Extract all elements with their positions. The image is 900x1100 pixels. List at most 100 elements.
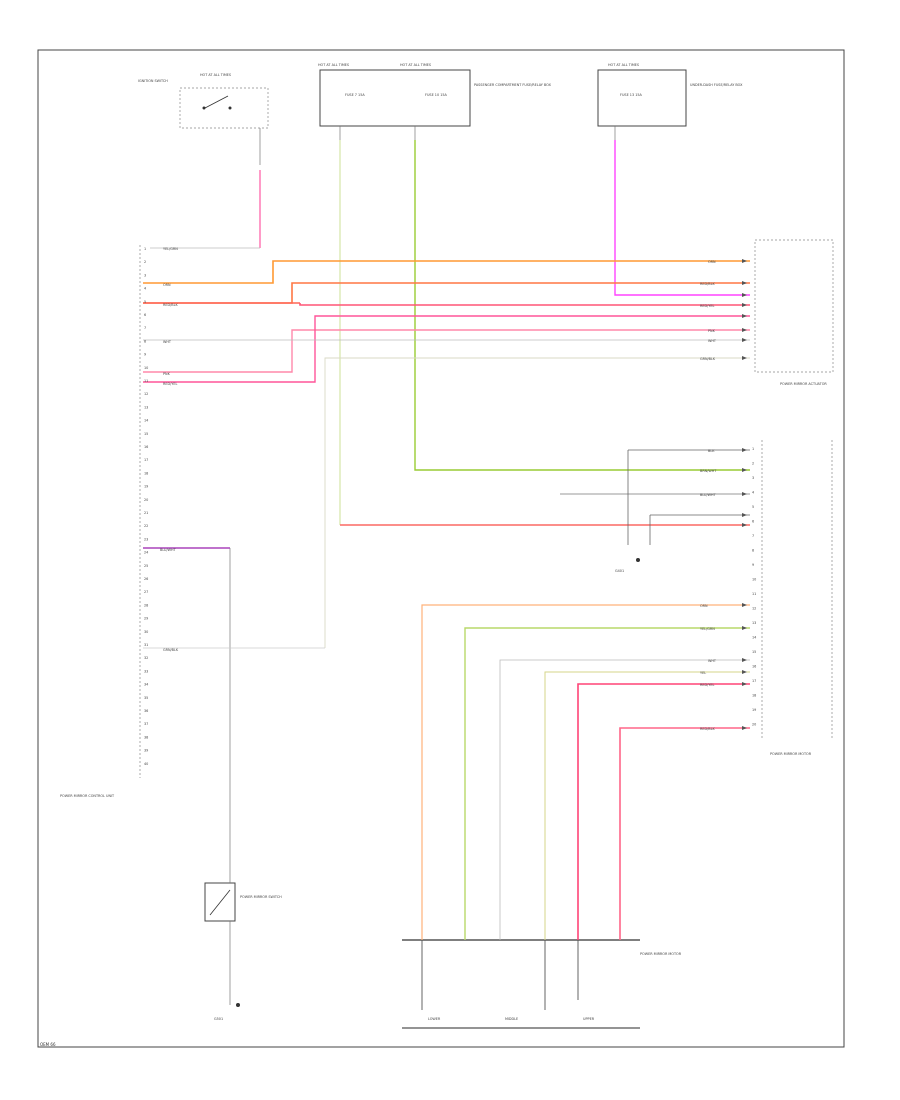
left-control-unit: POWER MIRROR CONTROL UNIT xyxy=(60,245,141,798)
left-pin-30: 30 xyxy=(144,630,148,634)
wire-pink-2 xyxy=(143,315,750,383)
ground-g401 xyxy=(636,558,640,562)
left-pin-13: 13 xyxy=(144,405,148,409)
wire-label-r6: GRN/BLK xyxy=(700,357,716,361)
left-pin-24: 24 xyxy=(144,551,148,555)
left-pin-3: 3 xyxy=(144,273,146,277)
fuse-box-1: HOT AT ALL TIMES HOT AT ALL TIMES FUSE 7… xyxy=(318,63,552,140)
wire-label-r14: RED/YEL xyxy=(700,683,714,687)
right-pin-17: 17 xyxy=(752,679,756,683)
power-mirror-switch: POWER MIRROR SWITCH xyxy=(204,548,282,1005)
wire-fuse13 xyxy=(614,140,750,296)
left-pin-1: 1 xyxy=(144,247,146,251)
switch-label: POWER MIRROR SWITCH xyxy=(240,895,282,899)
right-pin-7: 7 xyxy=(752,534,754,538)
right-mid-label: POWER MIRROR MOTOR xyxy=(770,752,812,756)
right-connector-top: POWER MIRROR ACTUATOR xyxy=(754,239,834,386)
right-top-label: POWER MIRROR ACTUATOR xyxy=(780,382,827,386)
wire-label-r13: YEL xyxy=(700,671,706,675)
left-pin-9: 9 xyxy=(144,353,146,357)
left-pin-35: 35 xyxy=(144,696,148,700)
wire-label-l5: PNK xyxy=(163,372,171,376)
wire-orange-1 xyxy=(143,260,750,284)
right-pin-18: 18 xyxy=(752,694,756,698)
left-pin-15: 15 xyxy=(144,432,148,436)
wire-ground-branch xyxy=(627,449,750,545)
wire-label-r2: RED/BLK xyxy=(700,282,715,286)
right-pin-13: 13 xyxy=(752,621,756,625)
wire-bottom-green xyxy=(464,627,750,940)
left-pin-21: 21 xyxy=(144,511,148,515)
left-wire-labels: YEL/GRN ORN RED/BLK WHT PNK RED/YEL BLU/… xyxy=(160,247,179,652)
wire-grey-2 xyxy=(324,357,750,648)
right-pin-16: 16 xyxy=(752,665,756,669)
wire-bottom-yellow xyxy=(544,671,750,940)
wire-label-l3: RED/BLK xyxy=(163,303,178,307)
wire-label-l4: WHT xyxy=(163,340,172,344)
bottom-comp-middle: MIDDLE xyxy=(505,1017,518,1021)
wire-label-l1: YEL/GRN xyxy=(163,247,178,251)
fuse-10-label: FUSE 10 15A xyxy=(425,93,448,97)
footer-code: OEM 66 xyxy=(40,1042,56,1047)
left-pin-12: 12 xyxy=(144,392,148,396)
wire-fuse7 xyxy=(339,140,750,526)
wire-orange-2 xyxy=(143,282,750,304)
right-pin-19: 19 xyxy=(752,708,756,712)
right-pin-9: 9 xyxy=(752,563,754,567)
wire-label-r12: WHT xyxy=(708,659,717,663)
ground-g501-label: G501 xyxy=(214,1017,223,1021)
left-pin-34: 34 xyxy=(144,683,148,687)
left-pin-4: 4 xyxy=(144,287,146,291)
left-pin-numbers: 1234567891011121314151617181920212223242… xyxy=(144,247,148,766)
right-pin-6: 6 xyxy=(752,520,754,524)
left-pin-32: 32 xyxy=(144,656,148,660)
right-wire-labels: ORN RED/BLK RED/YEL PNK WHT GRN/BLK BLK … xyxy=(700,260,717,731)
wire-label-r8: BRN/WHT xyxy=(700,469,717,473)
right-pin-11: 11 xyxy=(752,592,756,596)
bottom-connector-lines xyxy=(421,940,579,1010)
bottom-motor-label: POWER MIRROR MOTOR xyxy=(640,952,682,956)
left-pin-22: 22 xyxy=(144,524,148,528)
right-pin-15: 15 xyxy=(752,650,756,654)
left-control-unit-label: POWER MIRROR CONTROL UNIT xyxy=(60,794,115,798)
left-pin-37: 37 xyxy=(144,722,148,726)
left-pin-38: 38 xyxy=(144,735,148,739)
wire-label-r1: ORN xyxy=(708,260,716,264)
left-pin-2: 2 xyxy=(144,260,146,264)
right-pin-14: 14 xyxy=(752,636,756,640)
diagram-border xyxy=(37,49,845,1048)
wire-label-r4: PNK xyxy=(708,329,716,333)
wire-label-r11: YEL/GRN xyxy=(700,627,715,631)
fuse-box-2: HOT AT ALL TIMES FUSE 13 15A UNDER-DASH … xyxy=(597,63,743,140)
wire-pink-1 xyxy=(143,329,750,373)
fuse-box-1-hot-label-b: HOT AT ALL TIMES xyxy=(400,63,431,67)
ground-g401-label: G401 xyxy=(615,569,624,573)
bottom-comp-lower: LOWER xyxy=(428,1017,441,1021)
wire-red-1 xyxy=(299,303,750,306)
right-pin-20: 20 xyxy=(752,723,756,727)
wire-bottom-grey xyxy=(499,659,750,940)
left-pin-19: 19 xyxy=(144,485,148,489)
wire-label-r3: RED/YEL xyxy=(700,304,714,308)
left-pin-28: 28 xyxy=(144,603,148,607)
left-pin-25: 25 xyxy=(144,564,148,568)
wire-bottom-pink xyxy=(619,727,750,940)
left-pin-39: 39 xyxy=(144,749,148,753)
left-pin-7: 7 xyxy=(144,326,146,330)
right-pin-4: 4 xyxy=(752,491,754,495)
left-pin-14: 14 xyxy=(144,419,148,423)
fuse-box-1-name: PASSENGER COMPARTMENT FUSE/RELAY BOX xyxy=(474,83,552,87)
wire-bottom-orange xyxy=(421,604,750,940)
wire-label-r7: BLK xyxy=(708,449,715,453)
connector-arrows xyxy=(742,259,747,730)
wire-label-r10: ORN xyxy=(700,604,708,608)
wire-label-l7: BLU/WHT xyxy=(160,548,177,552)
left-pin-31: 31 xyxy=(144,643,148,647)
left-pin-11: 11 xyxy=(144,379,148,383)
left-pin-16: 16 xyxy=(144,445,148,449)
bottom-motor: POWER MIRROR MOTOR LOWER MIDDLE UPPER xyxy=(402,939,682,1029)
ignition-switch: HOT AT ALL TIMES IGNITION SWITCH xyxy=(138,73,269,165)
left-pin-29: 29 xyxy=(144,617,148,621)
